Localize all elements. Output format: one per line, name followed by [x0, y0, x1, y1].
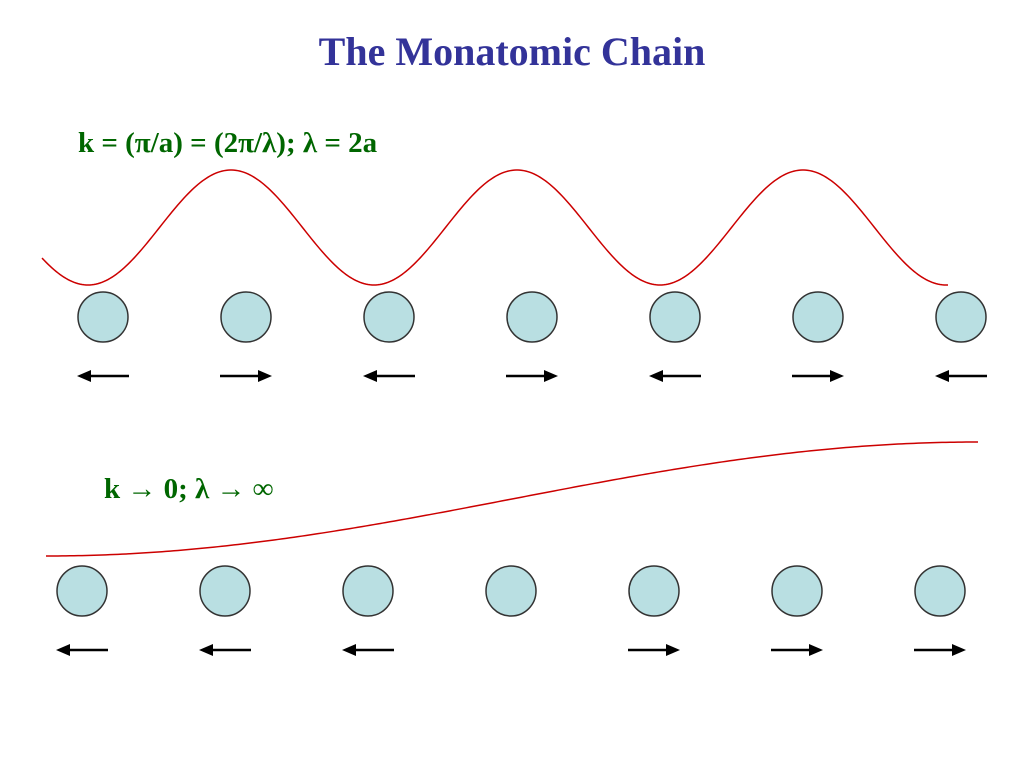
atom [649, 291, 701, 343]
arrow-right-icon [258, 370, 272, 382]
arrow-left-icon [199, 644, 213, 656]
atom [77, 291, 129, 343]
atom-chain-bottom [56, 565, 966, 656]
arrow-right-icon [544, 370, 558, 382]
arrow-left-icon [935, 370, 949, 382]
long-wavelength-formula: k → 0; λ → ∞ [104, 473, 274, 505]
long-wavelength-wave [45, 441, 979, 557]
arrow-right-icon [830, 370, 844, 382]
arrow-left-icon [363, 370, 377, 382]
short-wavelength-wave [41, 169, 949, 286]
atom-chain-top [77, 291, 987, 382]
arrow-right-icon [952, 644, 966, 656]
atom [56, 565, 108, 617]
atom [363, 291, 415, 343]
atom [792, 291, 844, 343]
atom [628, 565, 680, 617]
atom [485, 565, 537, 617]
atom [506, 291, 558, 343]
arrow-right-icon [809, 644, 823, 656]
atom [342, 565, 394, 617]
arrow-left-icon [77, 370, 91, 382]
arrow-left-icon [649, 370, 663, 382]
arrow-left-icon [56, 644, 70, 656]
atom [220, 291, 272, 343]
slide-title: The Monatomic Chain [318, 29, 706, 74]
short-wavelength-formula: k = (π/a) = (2π/λ); λ = 2a [78, 127, 378, 159]
atom [199, 565, 251, 617]
atom [914, 565, 966, 617]
arrow-left-icon [342, 644, 356, 656]
arrow-right-icon [666, 644, 680, 656]
atom [771, 565, 823, 617]
atom [935, 291, 987, 343]
